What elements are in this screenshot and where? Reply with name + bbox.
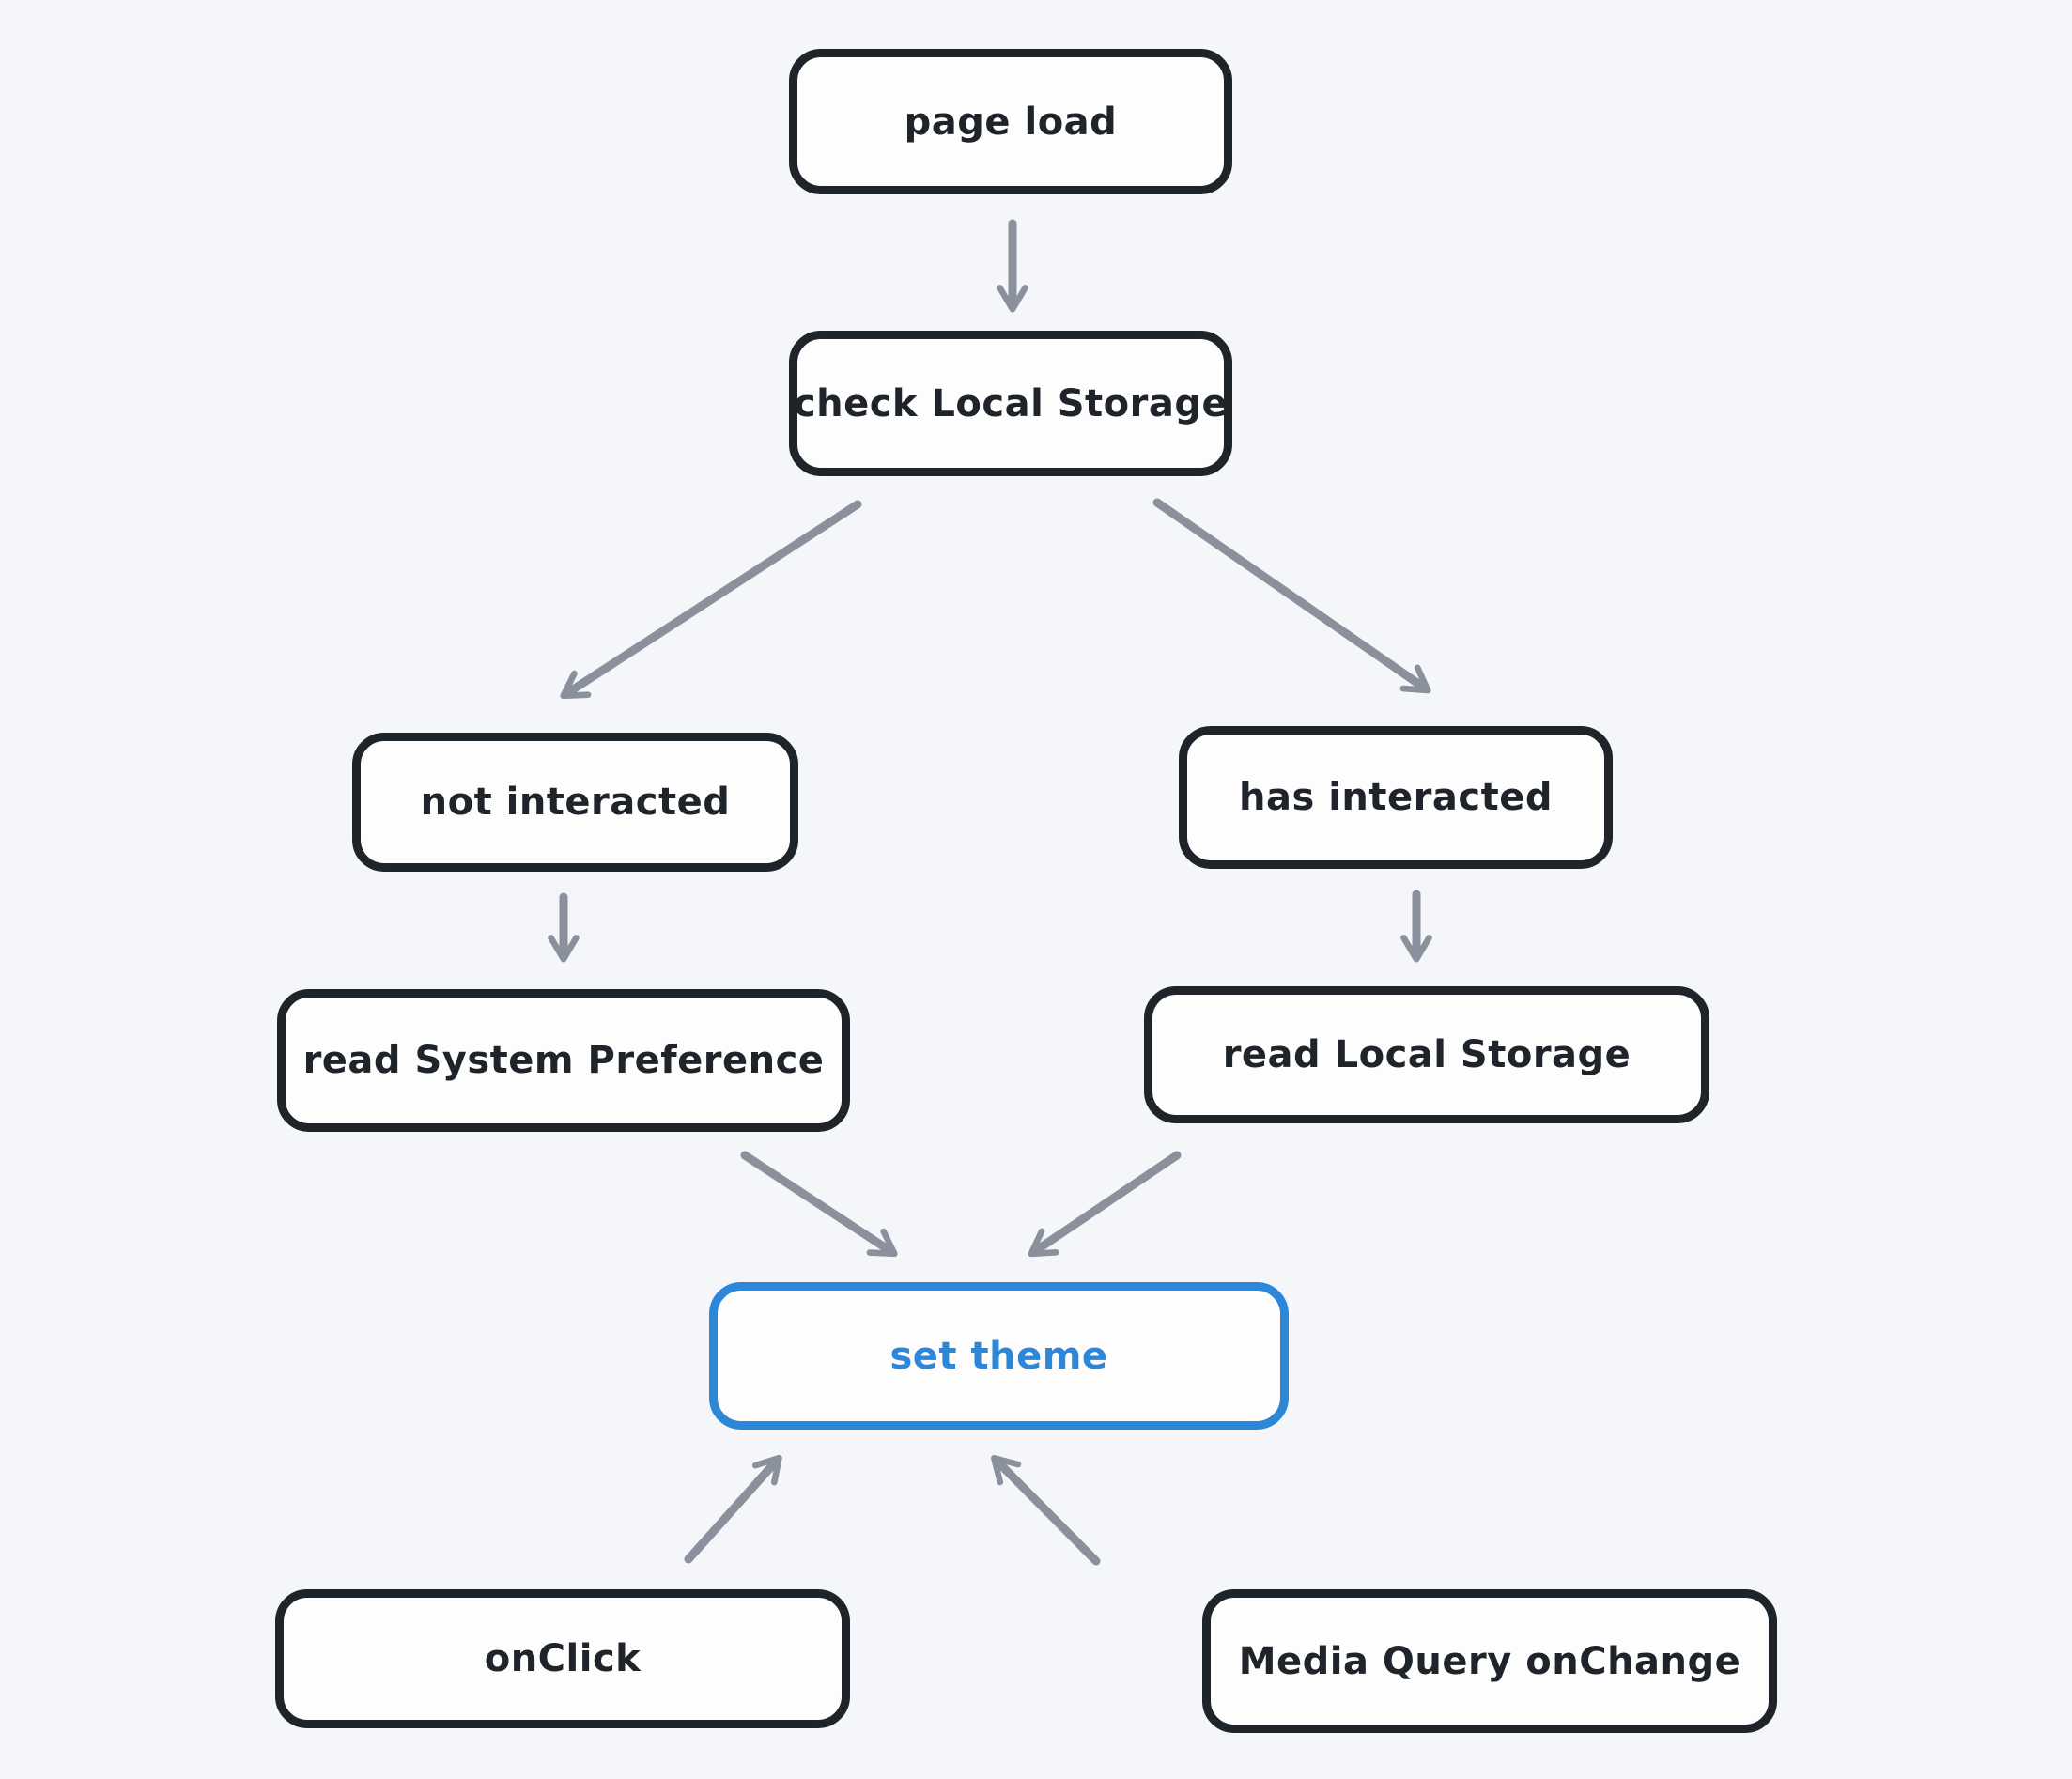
edge-checklocalstorage-to-hasinteracted-arrow [1152,498,1431,694]
node-read-local-storage-label: read Local Storage [1222,1033,1631,1076]
node-onclick-label: onClick [484,1637,642,1680]
edge-readlocalstorage-to-settheme-arrow [1028,1151,1182,1258]
node-read-system-preference[interactable]: read System Preference [277,989,850,1132]
edge-onclick-to-settheme-arrow [684,1454,782,1564]
node-page-load[interactable]: page load [789,49,1232,194]
node-set-theme[interactable]: set theme [709,1282,1289,1430]
node-set-theme-label: set theme [889,1334,1108,1378]
node-has-interacted-label: has interacted [1239,776,1553,819]
node-onclick[interactable]: onClick [275,1589,850,1728]
edge-checklocalstorage-to-notinteracted-arrow [560,500,862,700]
node-check-local-storage[interactable]: check Local Storage [789,331,1232,476]
node-read-system-preference-label: read System Preference [302,1039,825,1082]
node-check-local-storage-label: check Local Storage [793,381,1229,425]
edge-mediaquery-to-settheme-arrow [991,1455,1101,1566]
node-not-interacted-label: not interacted [420,781,731,824]
node-page-load-label: page load [904,100,1118,144]
node-has-interacted[interactable]: has interacted [1179,726,1613,869]
node-media-query-onchange[interactable]: Media Query onChange [1202,1589,1777,1733]
node-not-interacted[interactable]: not interacted [352,733,798,872]
node-media-query-onchange-label: Media Query onChange [1238,1639,1741,1683]
edge-readsystempreference-to-settheme-arrow [740,1151,898,1258]
node-read-local-storage[interactable]: read Local Storage [1144,986,1709,1123]
